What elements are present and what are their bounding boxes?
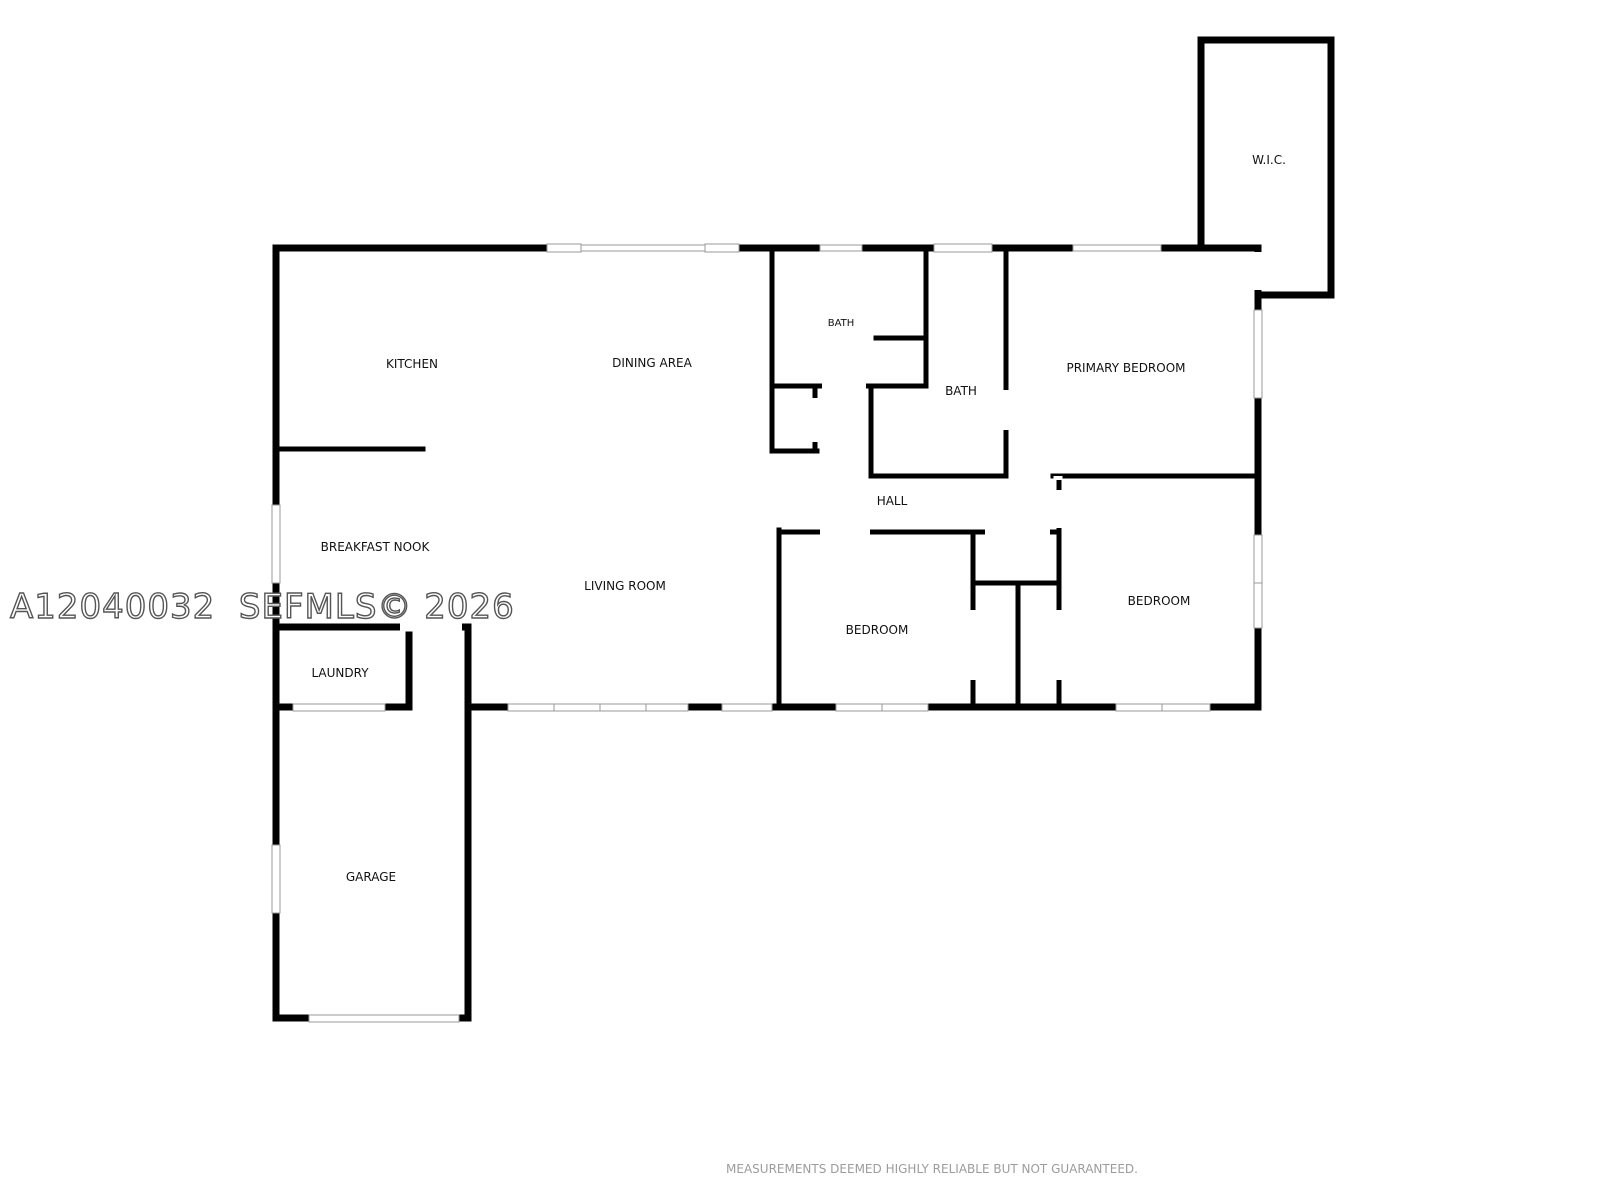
window-living-3	[599, 703, 647, 712]
window-bedroom1-1	[835, 703, 883, 712]
windows	[271, 243, 1263, 1023]
room-label-bath-1: BATH	[828, 318, 855, 329]
room-label-bedroom-1: BEDROOM	[846, 623, 909, 637]
wic-walls	[1197, 36, 1335, 299]
room-label-bath-2: BATH	[945, 384, 977, 398]
window-bedroom2-2	[1161, 703, 1211, 712]
window-primary-top	[1072, 244, 1162, 252]
garage-door	[308, 1014, 460, 1023]
window-bath1	[819, 244, 863, 252]
window-nook	[271, 504, 281, 584]
window-living-2	[553, 703, 601, 712]
room-label-bedroom-2: BEDROOM	[1128, 594, 1191, 608]
window-living-4	[645, 703, 689, 712]
interior-walls	[272, 245, 1261, 711]
window-dining-2	[704, 243, 740, 253]
room-label-breakfast-nook: BREAKFAST NOOK	[321, 540, 431, 554]
room-label-garage: GARAGE	[346, 870, 396, 884]
room-label-laundry: LAUNDRY	[311, 666, 369, 680]
window-garage-side	[271, 844, 281, 914]
window-bath2	[933, 243, 993, 253]
disclaimer: MEASUREMENTS DEEMED HIGHLY RELIABLE BUT …	[726, 1162, 1138, 1176]
window-dining-1	[546, 243, 582, 253]
room-label-kitchen: KITCHEN	[386, 357, 438, 371]
window-bedroom2-side-2	[1253, 582, 1263, 629]
room-label-dining-area: DINING AREA	[612, 356, 693, 370]
room-label-living-room: LIVING ROOM	[584, 579, 666, 593]
room-label-primary-bedroom: PRIMARY BEDROOM	[1066, 361, 1185, 375]
window-primary-side	[1253, 309, 1263, 399]
door-laundry-garage	[292, 703, 386, 712]
openings	[400, 252, 1263, 680]
exterior-walls	[272, 36, 1335, 1022]
window-bedroom2-1	[1115, 703, 1163, 712]
window-bedroom2-side-1	[1253, 534, 1263, 584]
room-label-wic: W.I.C.	[1252, 153, 1286, 167]
window-living-1	[507, 703, 555, 712]
door-dining-slider	[580, 244, 706, 252]
window-bedroom1-2	[881, 703, 929, 712]
front-door	[721, 703, 773, 712]
room-label-hall: HALL	[877, 494, 908, 508]
watermark: A12040032 SEFMLS© 2026	[10, 587, 515, 627]
room-labels: KITCHEN DINING AREA BATH BATH PRIMARY BE…	[311, 153, 1285, 884]
